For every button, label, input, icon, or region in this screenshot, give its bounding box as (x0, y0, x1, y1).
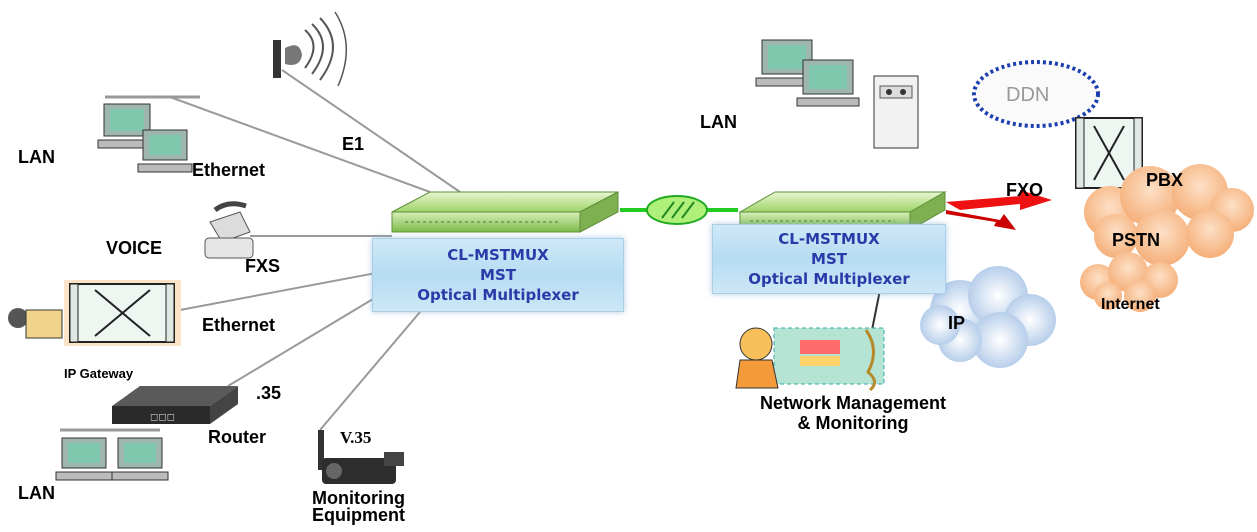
label-monitoring-line1: Monitoring (312, 488, 405, 508)
label-nm-line2: & Monitoring (797, 413, 909, 433)
label-nm-line1: Network Management (760, 393, 947, 413)
link-lan-top (169, 96, 431, 193)
mux-right-line1: CL-MSTMUX (778, 230, 880, 248)
ip-cloud-icon (920, 266, 1056, 368)
ddn-ellipse (972, 60, 1100, 128)
lan-top-computers-icon (97, 95, 200, 173)
label-internet: Internet (1101, 296, 1160, 313)
phone-icon (204, 201, 254, 259)
label-fxo: FXO (1006, 180, 1044, 200)
mux-left-line1: CL-MSTMUX (447, 246, 549, 264)
fxo-arrow-icon (946, 190, 1052, 230)
mux-right-line3: Optical Multiplexer (748, 270, 910, 288)
mux-label-right: CL-MSTMUX MST Optical Multiplexer (712, 224, 946, 294)
label-ethernet-mid: Ethernet (202, 315, 276, 335)
lan-right-computers-icon (755, 39, 860, 107)
label-pstn: PSTN (1112, 230, 1161, 250)
ip-gateway-icon (8, 280, 181, 346)
label-network-management: Network Management & Monitoring (760, 393, 946, 433)
antenna-icon (273, 11, 348, 87)
label-pbx: PBX (1146, 170, 1184, 190)
mux-label-left: CL-MSTMUX MST Optical Multiplexer (372, 238, 624, 312)
label-monitoring-line2: Equipment (312, 505, 405, 525)
svg-text:◻◻◻: ◻◻◻ (150, 412, 175, 423)
label-monitoring: Monitoring Equipment (312, 488, 405, 525)
server-icon (873, 75, 919, 149)
mux-device-left-icon (391, 191, 619, 233)
label-router: Router (208, 427, 266, 447)
mux-left-line2: MST (480, 266, 516, 284)
camera-icon (318, 430, 404, 484)
label-v35: V.35 (340, 428, 372, 447)
internet-cloud-icon (1080, 252, 1178, 312)
label-v35-short: .35 (256, 383, 282, 403)
link-router (227, 289, 389, 387)
link-v35 (319, 311, 421, 431)
lan-bottom-computers-icon (55, 428, 169, 481)
network-management-operator-icon (735, 289, 885, 392)
router-icon: ◻◻◻ (112, 386, 238, 424)
mux-left-line3: Optical Multiplexer (417, 286, 579, 304)
mux-device-right-icon (738, 191, 947, 231)
mux-right-line2: MST (811, 250, 847, 268)
link-e1 (281, 69, 461, 193)
label-ethernet-top: Ethernet (192, 160, 266, 180)
pstn-cloud-icon (1084, 164, 1254, 266)
left-links (169, 69, 461, 431)
label-e1: E1 (342, 134, 365, 154)
label-fxs: FXS (245, 256, 281, 276)
label-lan-bottom: LAN (18, 483, 55, 503)
label-lan-right: LAN (700, 112, 737, 132)
label-ip: IP (948, 313, 966, 333)
label-voice: VOICE (106, 238, 163, 258)
link-ethernet (179, 269, 393, 311)
label-ip-gateway: IP Gateway (64, 366, 134, 381)
label-ddn: DDN (1006, 84, 1050, 106)
fiber-link-icon (620, 195, 738, 225)
label-lan-top: LAN (18, 147, 55, 167)
